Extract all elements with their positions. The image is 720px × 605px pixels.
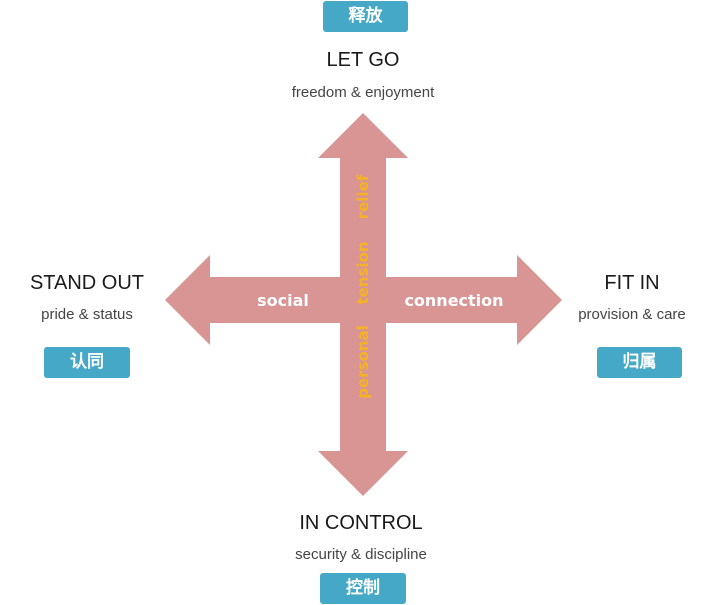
bottom-title: IN CONTROL: [299, 512, 423, 534]
arrow-label-social: social: [257, 291, 309, 310]
arrow-label-tension: tension: [354, 241, 372, 304]
left-badge: 认同: [44, 347, 130, 378]
right-badge: 归属: [597, 347, 682, 378]
bottom-badge: 控制: [320, 573, 406, 604]
vertical-arrow: [318, 113, 408, 496]
top-badge: 释放: [323, 1, 408, 32]
left-title: STAND OUT: [29, 272, 145, 294]
right-title: FIT IN: [604, 272, 660, 294]
bottom-subtitle: security & discipline: [295, 546, 427, 563]
top-subtitle: freedom & enjoyment: [291, 84, 435, 101]
arrow-label-relief: relief: [354, 174, 372, 219]
top-title: LET GO: [326, 49, 400, 71]
right-subtitle: provision & care: [578, 306, 686, 323]
arrow-label-personal: personal: [354, 325, 372, 398]
arrow-label-connection: connection: [404, 291, 503, 310]
left-subtitle: pride & status: [41, 306, 133, 323]
